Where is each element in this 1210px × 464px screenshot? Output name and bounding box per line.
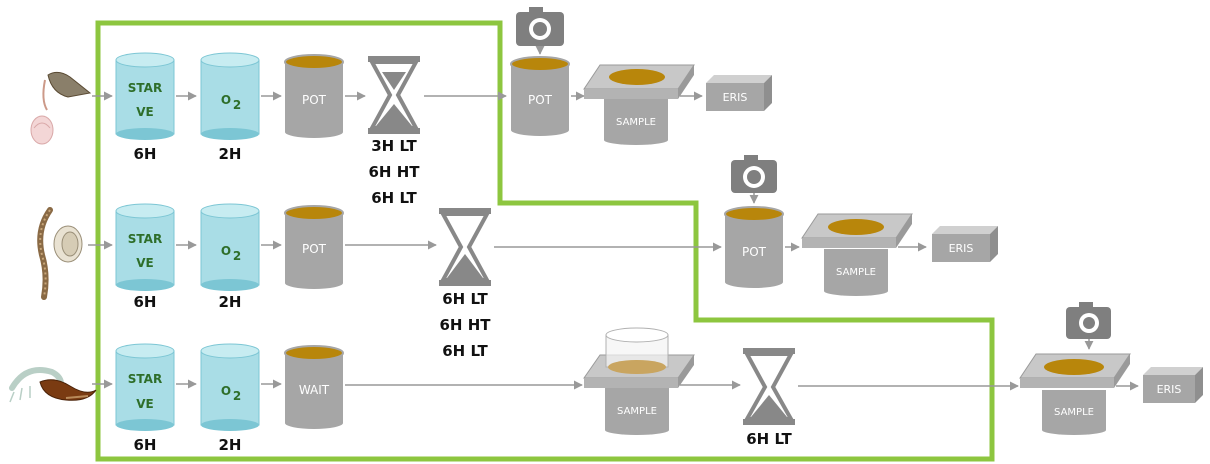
starve-tank: STAR VE <box>115 203 175 291</box>
starve-label-line1: STAR <box>128 232 162 246</box>
o2-subscript: 2 <box>233 249 241 263</box>
starve-label-line1: STAR <box>128 81 162 95</box>
pot-imaging-label: POT <box>528 93 553 107</box>
timer-label-2: 6H HT <box>369 163 421 181</box>
o2-label: O <box>221 244 231 258</box>
row-1: STAR VE 6H O 2 2H POT <box>30 7 772 207</box>
o2-label: O <box>221 93 231 107</box>
camera-icon <box>731 155 777 193</box>
starve-tank: STAR VE <box>115 343 175 431</box>
pot-label: POT <box>302 93 327 107</box>
hourglass-icon <box>368 56 420 134</box>
eris-box: ERIS <box>706 75 772 111</box>
eris-box: ERIS <box>932 226 998 262</box>
starve-label-line1: STAR <box>128 372 162 386</box>
row-3: STAR VE 6H O 2 2H WAIT <box>9 302 1203 454</box>
eris-label: ERIS <box>949 242 974 255</box>
eris-label: ERIS <box>1157 383 1182 396</box>
o2-duration: 2H <box>219 293 242 311</box>
timer-label-1: 3H LT <box>371 137 417 155</box>
snail-icon <box>30 71 92 145</box>
timer-label-1: 6H LT <box>442 290 488 308</box>
starve-label-line2: VE <box>136 256 153 270</box>
o2-subscript: 2 <box>233 98 241 112</box>
sample-station-chamber: SAMPLE <box>583 327 695 435</box>
starve-duration: 6H <box>134 145 157 163</box>
starve-duration: 6H <box>134 293 157 311</box>
eris-box: ERIS <box>1143 367 1203 403</box>
sample-station: SAMPLE <box>583 64 695 145</box>
worm-icon <box>37 207 83 300</box>
timer-label-1: 6H LT <box>746 430 792 448</box>
row-2: STAR VE 6H O 2 2H POT 6H LT 6H HT <box>37 155 998 360</box>
pot: POT <box>284 205 344 289</box>
camera-icon <box>1066 302 1111 339</box>
starve-label-line2: VE <box>136 105 153 119</box>
timer-label-2: 6H HT <box>440 316 492 334</box>
pot-imaging: POT <box>724 206 784 288</box>
timer-label-3: 6H LT <box>442 342 488 360</box>
process-boundary <box>95 20 995 462</box>
o2-subscript: 2 <box>233 389 241 403</box>
timer-label-3: 6H LT <box>371 189 417 207</box>
starve-tank: STAR VE <box>115 52 175 140</box>
oxygen-tank: O 2 <box>200 203 260 291</box>
pot-imaging-label: POT <box>742 245 767 259</box>
pot-imaging: POT <box>510 56 570 136</box>
pot-label: POT <box>302 242 327 256</box>
wait-label: WAIT <box>299 383 330 397</box>
sample-station: SAMPLE <box>801 213 913 296</box>
sample-label: SAMPLE <box>836 267 876 278</box>
hourglass-icon <box>743 348 795 425</box>
o2-duration: 2H <box>219 436 242 454</box>
starve-label-line2: VE <box>136 397 153 411</box>
wait-pot: WAIT <box>284 345 344 429</box>
hourglass-icon <box>439 208 491 286</box>
o2-duration: 2H <box>219 145 242 163</box>
sample-label: SAMPLE <box>617 406 657 417</box>
shrimp-icon <box>9 367 97 403</box>
starve-duration: 6H <box>134 436 157 454</box>
o2-label: O <box>221 384 231 398</box>
sample-station: SAMPLE <box>1019 353 1131 435</box>
pot: POT <box>284 54 344 138</box>
oxygen-tank: O 2 <box>200 52 260 140</box>
sample-label: SAMPLE <box>616 117 656 128</box>
sample-label: SAMPLE <box>1054 407 1094 418</box>
oxygen-tank: O 2 <box>200 343 260 431</box>
eris-label: ERIS <box>723 91 748 104</box>
camera-icon <box>516 7 564 46</box>
